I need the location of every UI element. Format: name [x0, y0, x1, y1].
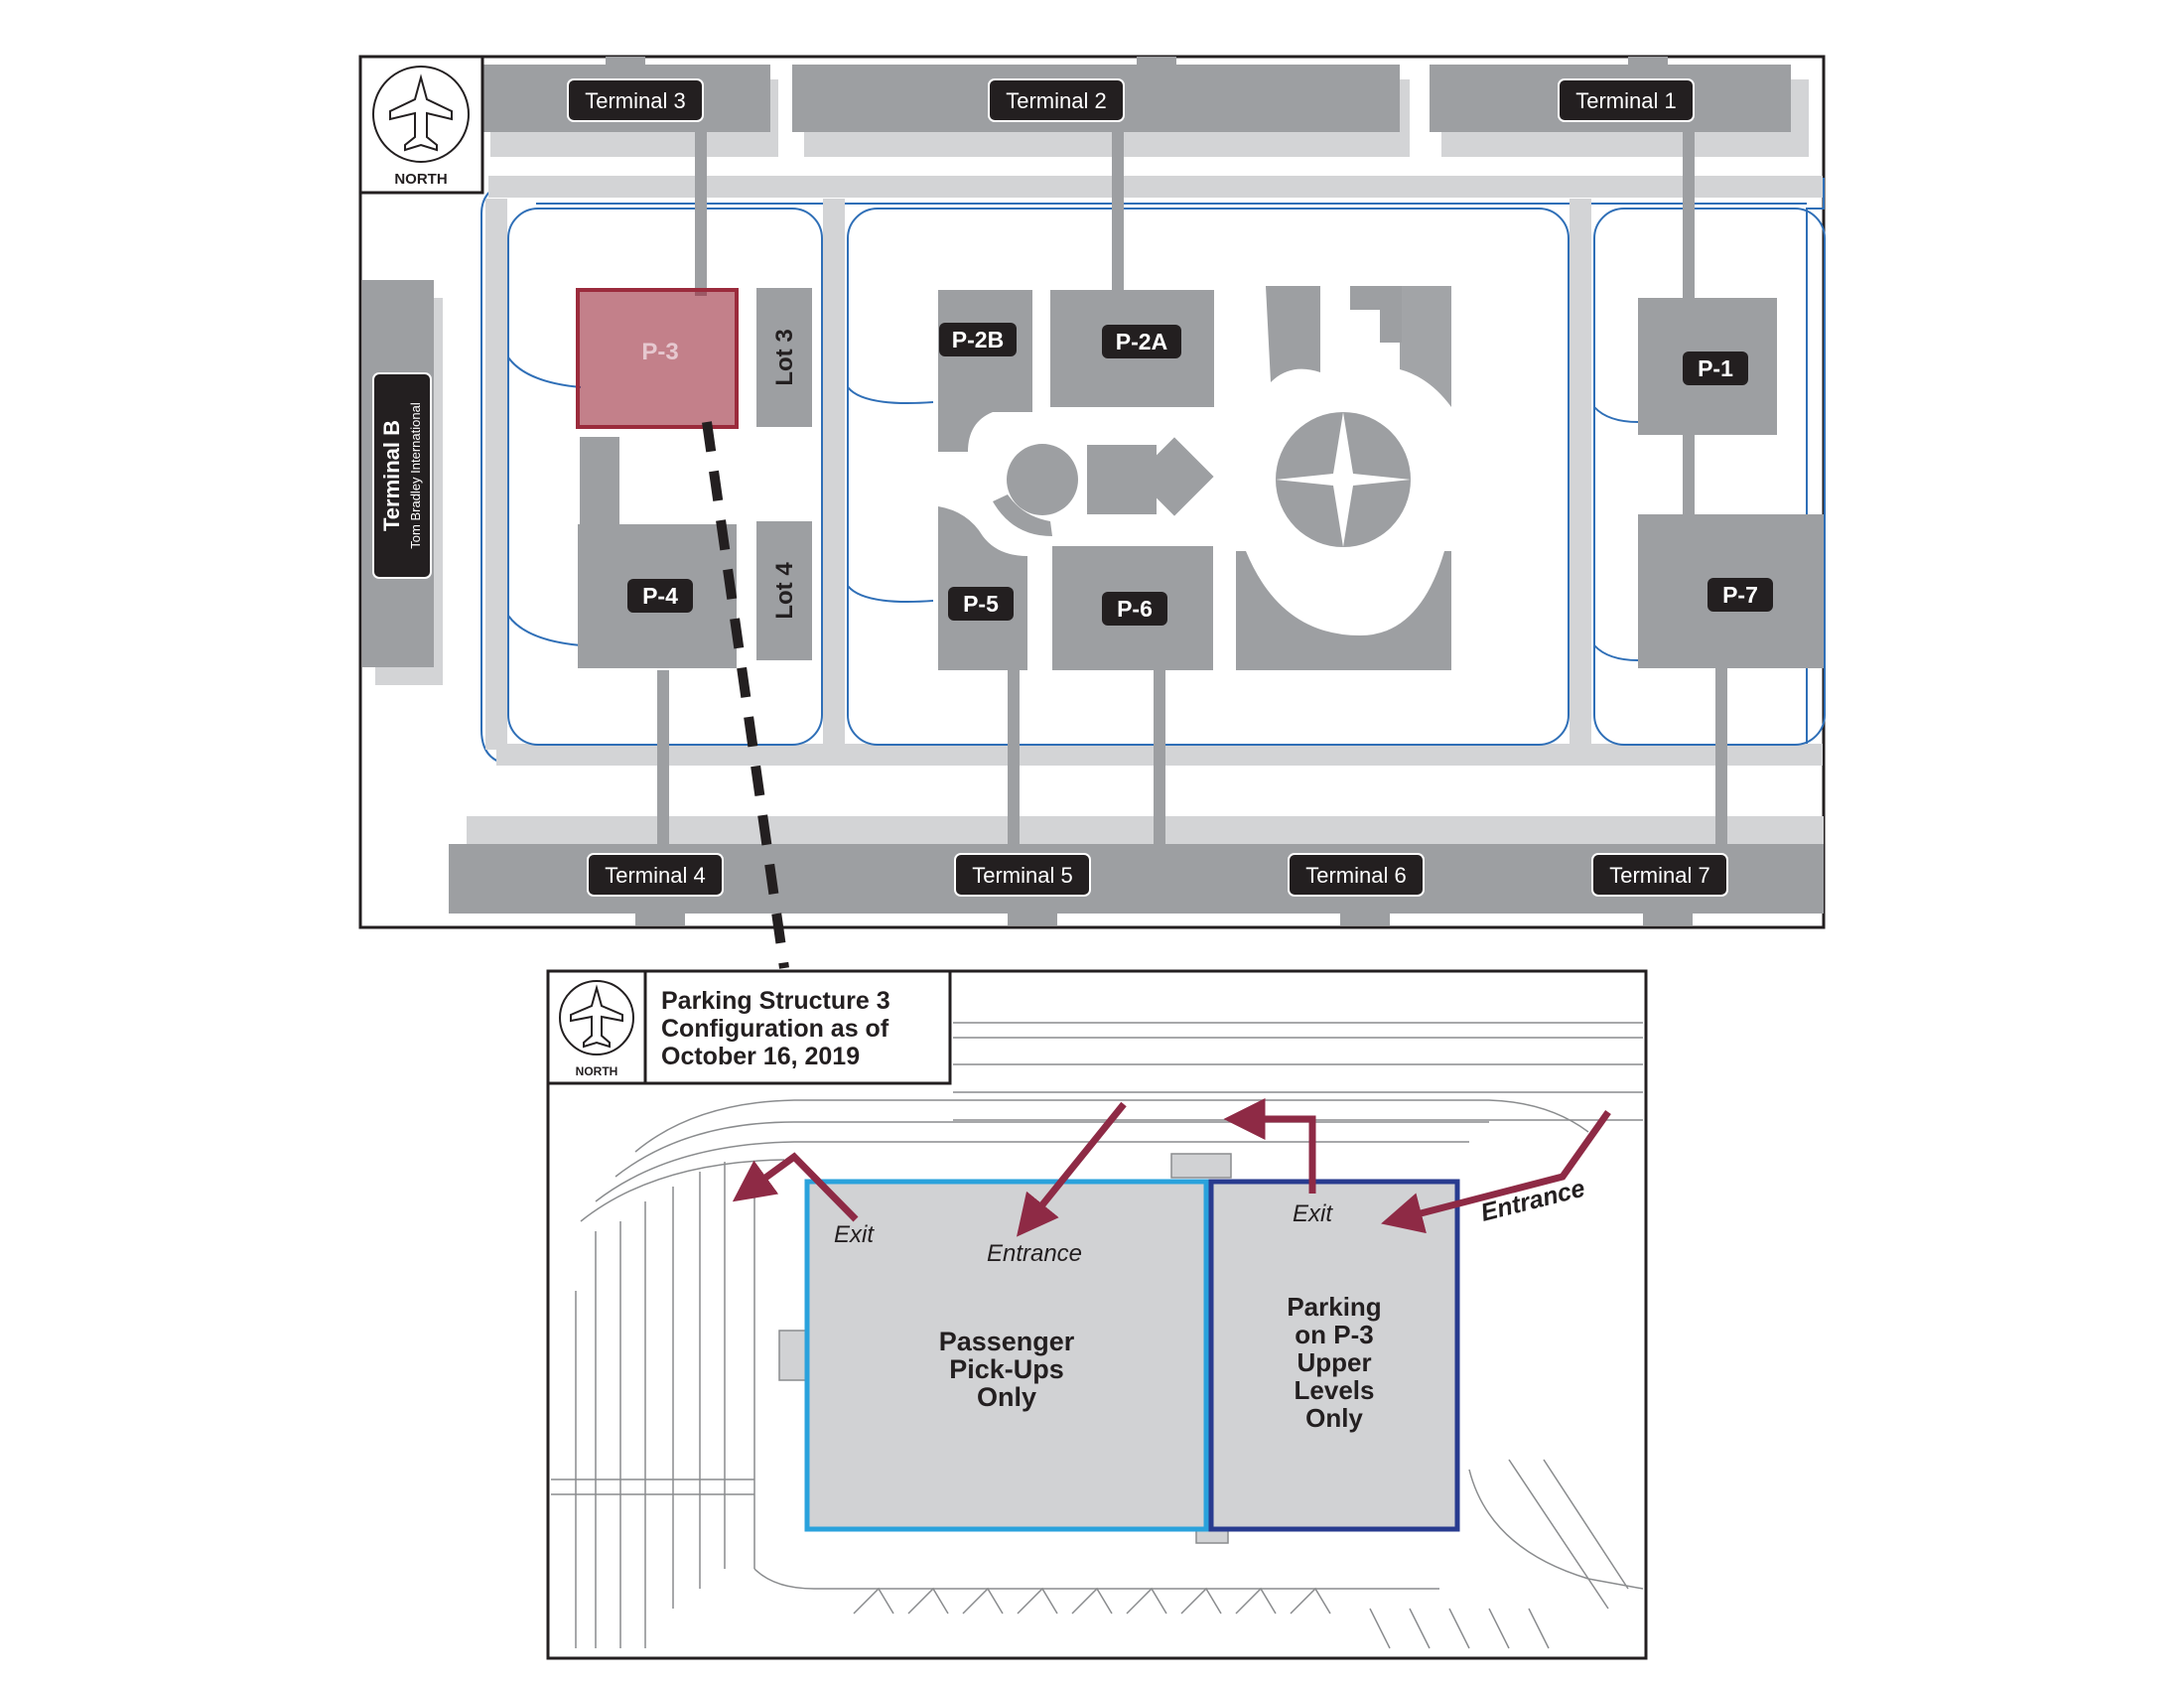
terminal-b-subtitle: Tom Bradley International	[408, 402, 423, 549]
parking-zone-line-4: Levels	[1295, 1375, 1375, 1405]
lot-4	[756, 521, 812, 660]
exit-right-arrow	[1223, 1098, 1316, 1194]
p2b-label: P-2B	[952, 327, 1004, 352]
overview-map: NORTH Terminal 3 Terminal 2 Terminal 1 T…	[358, 55, 1826, 969]
p5-label: P-5	[963, 591, 999, 617]
terminal-3-label: Terminal 3	[585, 88, 685, 113]
lot-3-label: Lot 3	[771, 329, 798, 385]
upper-level-parking-zone	[1208, 1179, 1460, 1532]
p1-label: P-1	[1698, 355, 1733, 381]
exit-left-label: Exit	[834, 1221, 875, 1248]
terminal-2-label: Terminal 2	[1006, 88, 1106, 113]
terminal-4-label: Terminal 4	[605, 863, 705, 888]
pickup-zone-line-1: Passenger	[939, 1327, 1075, 1356]
traffic-arrows	[732, 1098, 1611, 1237]
terminal-1-label: Terminal 1	[1575, 88, 1676, 113]
detail-connector-line	[702, 421, 789, 969]
terminal-6-label: Terminal 6	[1305, 863, 1406, 888]
p3-label: P-3	[641, 339, 678, 365]
detail-map: Passenger Pick-Ups Only Parking on P-3 U…	[546, 969, 1648, 1660]
structure-labels: P-3 P-2B P-2A P-1 P-4 P-5 P-6 P-7 Lot 3 …	[627, 323, 1773, 626]
entrance-right-arrow	[1381, 1109, 1611, 1234]
terminal-5-label: Terminal 5	[972, 863, 1072, 888]
detail-title-line-1: Parking Structure 3	[661, 987, 890, 1015]
top-terminal-labels: Terminal 3 Terminal 2 Terminal 1	[567, 78, 1695, 122]
exit-left-arrow	[732, 1152, 859, 1222]
entrance-left-arrow	[1016, 1101, 1127, 1237]
lot-3	[756, 288, 812, 427]
terminal-b-name: Terminal B	[379, 420, 404, 531]
parking-zone-line-2: on P-3	[1295, 1320, 1373, 1349]
bottom-terminal-labels: Terminal 4 Terminal 5 Terminal 6 Termina…	[587, 853, 1728, 897]
detail-stall-ticks	[778, 1153, 1550, 1649]
p7-label: P-7	[1722, 582, 1758, 608]
detail-title-line-2: Configuration as of	[661, 1015, 889, 1043]
exit-right-label: Exit	[1293, 1200, 1333, 1227]
detail-linework	[551, 1022, 1644, 1648]
terminal-7-label: Terminal 7	[1609, 863, 1709, 888]
passenger-pickup-zone	[804, 1179, 1209, 1532]
lot-4-label: Lot 4	[771, 562, 798, 620]
p2a-label: P-2A	[1116, 329, 1167, 354]
detail-airplane-icon	[570, 984, 623, 1049]
p6-label: P-6	[1117, 596, 1153, 622]
parking-zone-line-5: Only	[1305, 1403, 1363, 1433]
detail-title-block: NORTH Parking Structure 3 Configuration …	[546, 969, 952, 1085]
airplane-icon	[389, 73, 453, 152]
pickup-zone-line-3: Only	[977, 1382, 1036, 1412]
entrance-left-label: Entrance	[987, 1240, 1082, 1267]
terminal-b-label: Terminal B Tom Bradley International	[372, 372, 432, 579]
p4-label: P-4	[642, 583, 678, 609]
overview-north-indicator: NORTH	[358, 55, 484, 195]
pickup-zone-line-2: Pick-Ups	[949, 1354, 1064, 1384]
parking-zone-line-1: Parking	[1287, 1292, 1381, 1322]
overview-north-label: NORTH	[394, 171, 447, 188]
parking-zone-line-3: Upper	[1297, 1347, 1371, 1377]
detail-north-label: NORTH	[576, 1064, 618, 1078]
structure-p3	[576, 288, 739, 429]
detail-title-line-3: October 16, 2019	[661, 1043, 860, 1070]
